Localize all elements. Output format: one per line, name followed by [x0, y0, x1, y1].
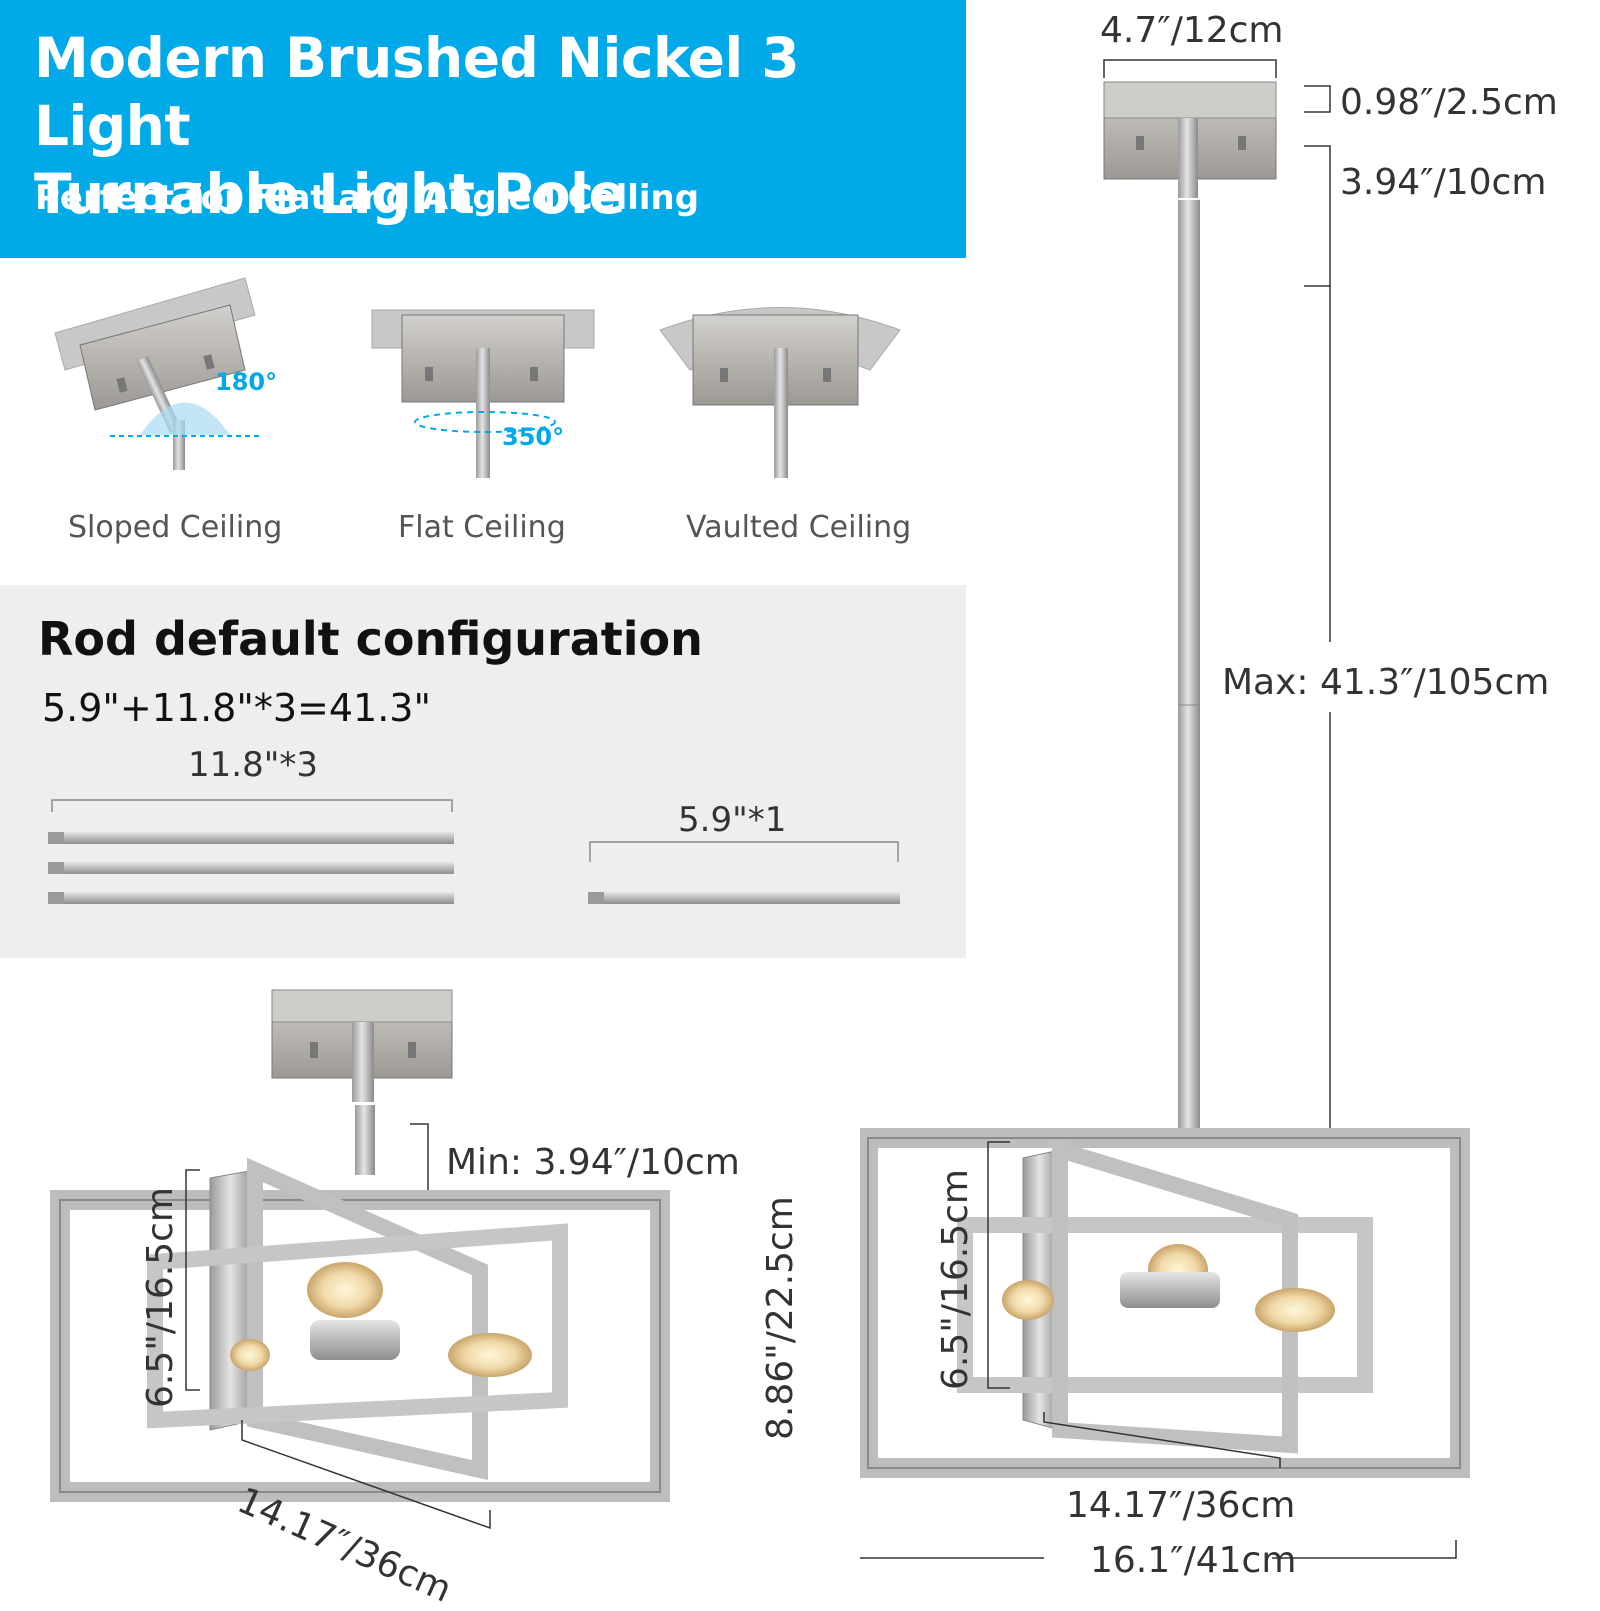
fixture-height-label: 8.86"/22.5cm — [760, 1196, 801, 1440]
flat-ceiling-label: Flat Ceiling — [398, 510, 566, 545]
short-rod-label: 5.9"*1 — [678, 800, 787, 840]
canopy-height-label: 0.98″/2.5cm — [1340, 82, 1558, 123]
sloped-ceiling-illustration: 180° — [54, 277, 277, 470]
long-rod-3 — [48, 892, 454, 904]
inner-width-right-label: 14.17″/36cm — [1066, 1485, 1296, 1526]
min-length-fixture-illustration — [50, 989, 670, 1530]
rod-config-formula: 5.9"+11.8"*3=41.3" — [42, 686, 431, 730]
short-rod — [588, 892, 900, 904]
min-length-label: Min: 3.94″/10cm — [446, 1142, 740, 1183]
ceiling-types-illustration: 180° 350° — [54, 277, 901, 478]
long-rod-1 — [48, 832, 454, 844]
inner-height-right-label: 6.5"/16.5cm — [935, 1169, 976, 1390]
page-subtitle: Perfect for Flat and Angled Celling — [35, 178, 700, 218]
flat-angle-label: 350° — [502, 423, 564, 451]
inner-height-left-label: 6.5"/16.5cm — [140, 1187, 181, 1408]
max-length-label: Max: 41.3″/105cm — [1222, 662, 1550, 703]
title-line-2: Turnable Light Pole — [34, 162, 626, 226]
title-line-1: Modern Brushed Nickel 3 Light — [34, 26, 800, 158]
top-rod-label: 3.94″/10cm — [1340, 162, 1547, 203]
outer-width-label: 16.1″/41cm — [1090, 1540, 1297, 1581]
long-rod-label: 11.8"*3 — [188, 745, 318, 785]
sloped-angle-label: 180° — [215, 368, 277, 396]
canopy-width-label: 4.7″/12cm — [1100, 10, 1284, 51]
vaulted-ceiling-illustration — [659, 307, 901, 478]
title-banner — [0, 0, 966, 258]
long-rod-2 — [48, 862, 454, 874]
max-length-fixture-illustration — [860, 59, 1470, 1559]
page-title: Modern Brushed Nickel 3 Light Turnable L… — [34, 24, 964, 228]
flat-ceiling-illustration: 350° — [371, 309, 595, 478]
rod-config-title: Rod default configuration — [38, 612, 703, 666]
sloped-ceiling-label: Sloped Ceiling — [68, 510, 283, 545]
rods-illustration — [48, 799, 900, 904]
vaulted-ceiling-label: Vaulted Ceiling — [686, 510, 912, 545]
